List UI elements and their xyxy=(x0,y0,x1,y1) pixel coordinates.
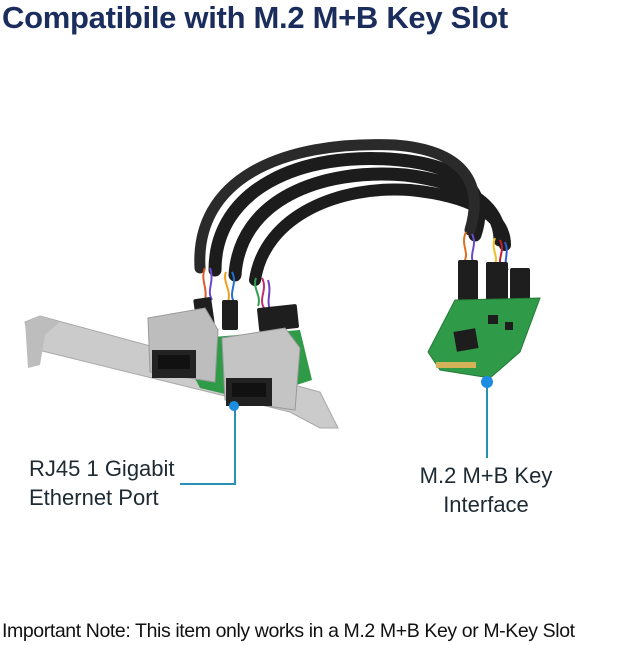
important-note: Important Note: This item only works in … xyxy=(2,620,575,642)
page-title: Compatibile with M.2 M+B Key Slot xyxy=(2,0,508,35)
rj45-port-2 xyxy=(221,327,301,411)
rj45-label-line2: Ethernet Port xyxy=(29,485,159,510)
m2-interface-label: M.2 M+B Key Interface xyxy=(418,461,554,519)
m2-label-line2: Interface xyxy=(443,492,529,517)
callout-left xyxy=(180,406,236,485)
rj45-port-label: RJ45 1 Gigabit Ethernet Port xyxy=(29,454,175,512)
rj45-port-1 xyxy=(147,307,219,383)
callout-dot-icon xyxy=(481,376,493,388)
callout-dot-icon xyxy=(229,401,239,411)
m2-label-line1: M.2 M+B Key xyxy=(419,463,553,488)
cable-bundle xyxy=(194,139,511,286)
rj45-label-line1: RJ45 1 Gigabit xyxy=(29,456,175,481)
m2-card xyxy=(427,297,541,379)
